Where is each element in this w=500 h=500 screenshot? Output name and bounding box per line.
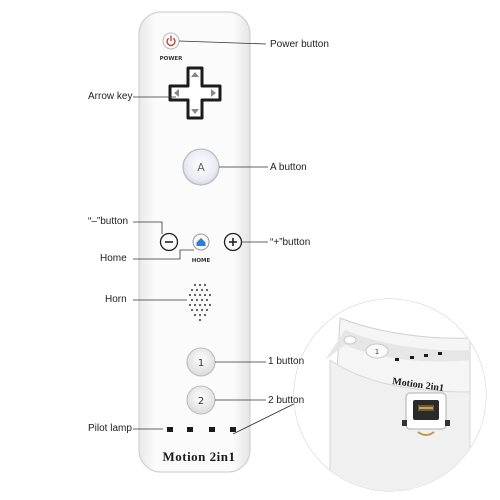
callout-home: Home (100, 253, 127, 264)
arrow-key-dpad[interactable] (168, 66, 222, 120)
pilot-lamps (167, 427, 236, 432)
button-1-label: 1 (198, 358, 204, 369)
power-icon (166, 35, 176, 47)
callout-a-button: A button (270, 162, 307, 173)
callout-button-1: 1 button (268, 356, 305, 367)
leader-home (133, 249, 194, 260)
power-label: POWER (160, 56, 184, 62)
home-label: HOME (192, 258, 211, 264)
callout-plus-button: “+”button (270, 237, 311, 248)
pilot-lamp-3 (209, 427, 215, 432)
dpad-up-icon (191, 72, 199, 77)
leader-power (178, 40, 267, 45)
plus-icon (229, 238, 237, 246)
connector-port (402, 392, 450, 436)
plus-button[interactable] (223, 232, 243, 252)
pilot-lamp-2 (187, 427, 193, 432)
leader-lines (133, 40, 319, 435)
callout-pilot-lamp: Pilot lamp (88, 423, 132, 434)
dpad-left-icon (174, 89, 179, 97)
callout-minus-button: “–”button (88, 216, 129, 227)
button-1[interactable]: 1 (186, 347, 216, 377)
speaker-grille (188, 283, 212, 322)
inset-closeup: 1 Motion 2in1 (293, 298, 487, 492)
pilot-lamp-1 (167, 427, 173, 432)
home-button[interactable] (192, 233, 210, 251)
leader-minus (133, 221, 163, 234)
inset-button-1-label: 1 (375, 348, 379, 356)
button-2[interactable]: 2 (186, 385, 216, 415)
brand-text: Motion 2in1 (162, 449, 235, 464)
a-button-label: A (197, 161, 205, 174)
inset-button-1: 1 (365, 343, 389, 359)
minus-button[interactable] (159, 232, 179, 252)
pilot-lamp-4 (230, 427, 236, 432)
power-button[interactable] (162, 32, 180, 50)
callout-arrow-key: Arrow key (88, 91, 133, 102)
dpad-right-icon (211, 89, 216, 97)
dpad-down-icon (191, 109, 199, 114)
callout-horn: Horn (105, 294, 127, 305)
wii-remote: POWER A HOME (138, 11, 251, 473)
callout-power-button: Power button (270, 39, 329, 50)
home-icon (196, 238, 206, 246)
callout-button-2: 2 button (268, 395, 305, 406)
button-2-label: 2 (198, 396, 204, 407)
a-button[interactable]: A (182, 148, 220, 186)
inset-pilot-lamps (395, 352, 442, 361)
